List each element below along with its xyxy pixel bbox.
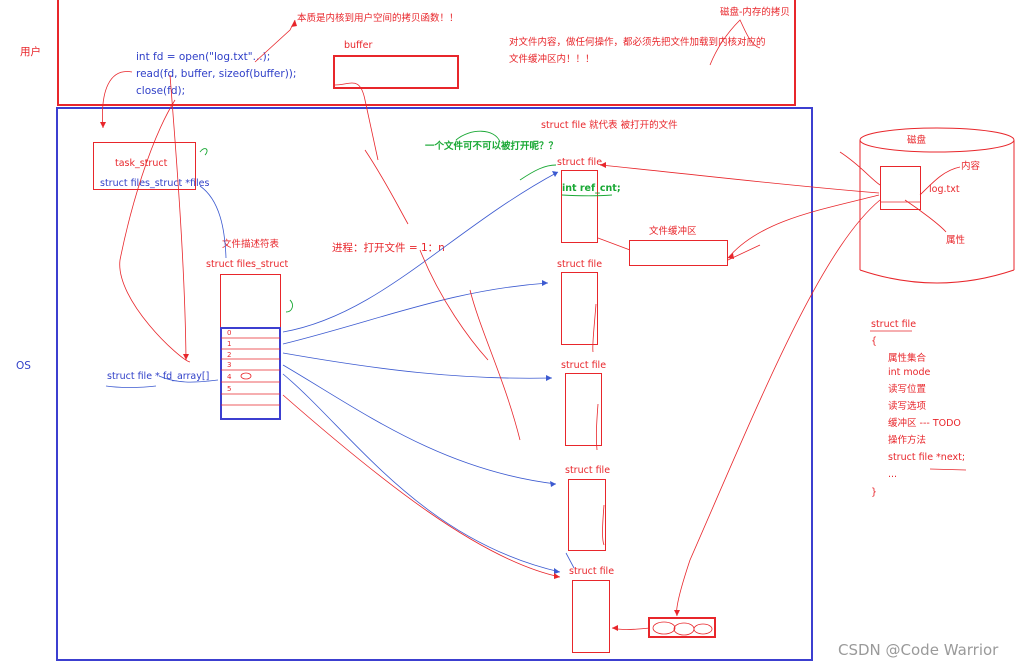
- struct-def-field: int mode: [888, 367, 931, 378]
- kernel-copy-note: 本质是内核到用户空间的拷贝函数！！: [297, 13, 459, 24]
- os-frame: [56, 107, 813, 661]
- struct-def-field: ...: [888, 469, 898, 480]
- struct-def-close-brace: }: [871, 487, 878, 498]
- fd-highlight-scribble: [240, 372, 252, 380]
- buffer-box: [333, 55, 459, 89]
- os-label: OS: [16, 360, 31, 372]
- code-line-close: close(fd);: [136, 85, 186, 97]
- process-open-note: 进程：打开文件 = 1：n: [332, 242, 445, 254]
- struct-def-field: 读写位置: [888, 384, 927, 395]
- struct-def-field: struct file *next;: [888, 452, 966, 463]
- disk-memory-copy-note: 磁盘-内存的拷贝: [720, 7, 790, 18]
- fd-index: 2: [227, 351, 232, 359]
- fd-index: 3: [227, 361, 232, 369]
- code-line-read: read(fd, buffer, sizeof(buffer));: [136, 68, 297, 80]
- buffer-ovals: [652, 621, 713, 636]
- user-space-frame: [57, 0, 796, 106]
- fd-table-caption: 文件描述符表: [222, 239, 280, 250]
- disk-content-label: 内容: [961, 161, 981, 172]
- code-line-open: int fd = open("log.txt"...);: [136, 51, 271, 63]
- fd-index: 5: [227, 385, 232, 393]
- files-struct-label: struct files_struct: [206, 259, 289, 270]
- struct-file-label-4: struct file: [565, 465, 611, 476]
- disk-file-name: log.txt: [929, 184, 960, 195]
- file-op-note-line2: 文件缓冲区内！！！: [509, 54, 595, 65]
- fd-index: 0: [227, 329, 232, 337]
- ref-cnt-label: int ref_cnt;: [562, 183, 621, 194]
- fd-to-file-arrows: [158, 171, 575, 573]
- definition-underlines: [105, 330, 967, 471]
- struct-def-open-brace: {: [871, 336, 878, 347]
- buffer-label: buffer: [344, 40, 373, 51]
- struct-file-box-3: [565, 373, 602, 446]
- fd-row-lines: [221, 337, 280, 406]
- struct-def-field: 读写选项: [888, 401, 927, 412]
- struct-file-represents-note: struct file 就代表 被打开的文件: [541, 120, 678, 131]
- file-buffer-label: 文件缓冲区: [649, 226, 697, 237]
- disk-title: 磁盘: [907, 135, 927, 146]
- fd-array-label: struct file * fd_array[]: [107, 371, 210, 382]
- struct-file-box-2: [561, 272, 598, 345]
- bottom-buffer-box: [648, 617, 716, 638]
- struct-file-box-4: [568, 479, 606, 551]
- struct-def-header: struct file: [871, 319, 917, 330]
- file-buffer-box: [629, 240, 728, 266]
- user-label: 用户: [20, 46, 41, 58]
- file-op-note-line1: 对文件内容，做任何操作，都必须先把文件加载到内核对应的: [509, 37, 766, 48]
- task-struct-label: task_struct: [115, 158, 168, 169]
- disk-cylinder: [859, 127, 1015, 284]
- struct-file-label-1: struct file: [557, 157, 603, 168]
- watermark: CSDN @Code Warrior: [838, 641, 999, 659]
- can-file-open-multiple-note: 一个文件可不可以被打开呢？？: [425, 141, 559, 152]
- green-annotations: [199, 130, 613, 313]
- struct-def-field: 缓冲区 --- TODO: [888, 418, 961, 429]
- fd-array-box: [220, 327, 281, 420]
- fd-index: 4: [227, 373, 232, 381]
- task-struct-box: [93, 142, 196, 190]
- disk-attr-label: 属性: [946, 235, 966, 246]
- struct-def-field: 操作方法: [888, 435, 927, 446]
- struct-file-label-3: struct file: [561, 360, 607, 371]
- struct-file-box-1: [561, 170, 598, 243]
- red-flow-arrows: [102, 19, 961, 630]
- fd-index: 1: [227, 340, 232, 348]
- blue-arrow-heads: [542, 171, 560, 574]
- files-pointer-label: struct files_struct *files: [100, 178, 210, 189]
- struct-file-label-5: struct file: [569, 566, 615, 577]
- struct-def-field: 属性集合: [888, 353, 927, 364]
- struct-file-box-5: [572, 580, 610, 653]
- struct-file-label-2: struct file: [557, 259, 603, 270]
- red-arrow-heads: [100, 20, 734, 631]
- disk-file-box: [880, 166, 921, 210]
